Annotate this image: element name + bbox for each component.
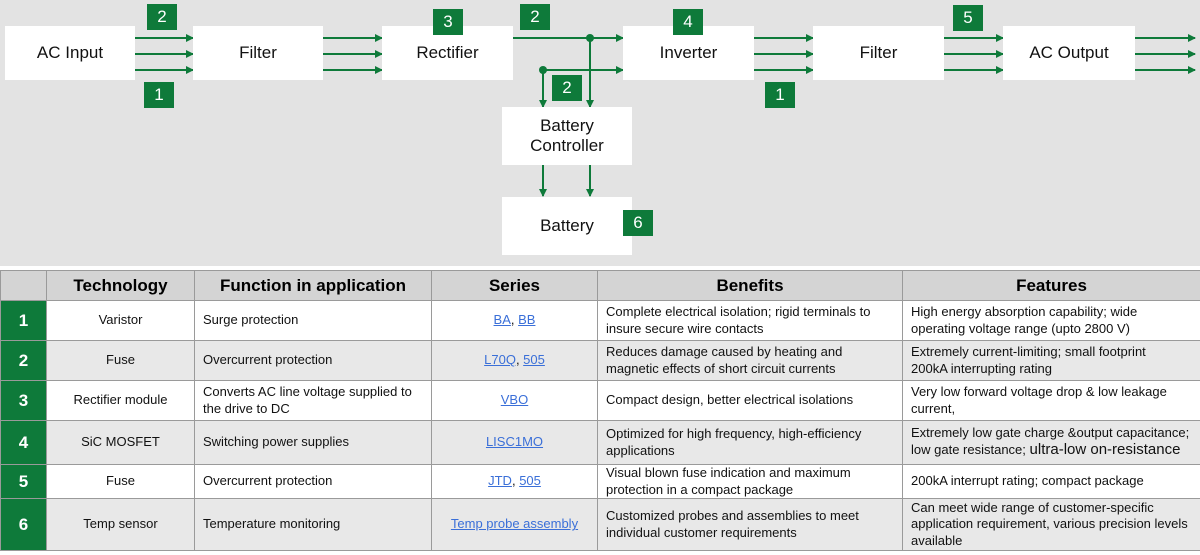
badge-output: 5 — [953, 5, 983, 31]
battery-controller-label-line2: Controller — [530, 136, 604, 155]
header-features: Features — [902, 270, 1200, 301]
series-separator: , — [511, 473, 520, 489]
battery-controller-block: Battery Controller — [502, 107, 632, 165]
series-separator: , — [510, 312, 519, 328]
function-cell: Switching power supplies — [194, 420, 432, 465]
badge-inverter-filter: 1 — [765, 82, 795, 108]
technology-cell: Fuse — [46, 340, 195, 381]
inverter-block: Inverter — [623, 26, 754, 80]
header-benefits: Benefits — [597, 270, 903, 301]
series-cell: Temp probe assembly — [431, 498, 598, 551]
function-cell: Overcurrent protection — [194, 340, 432, 381]
ac-input-block: AC Input — [5, 26, 135, 80]
block-diagram: AC Input Filter Rectifier Inverter Filte… — [0, 0, 1200, 266]
table-row: 6 Temp sensor Temperature monitoring Tem… — [0, 498, 1200, 551]
battery-controller-label-line1: Battery — [540, 115, 594, 135]
series-link[interactable]: BB — [518, 312, 536, 328]
benefits-cell: Reduces damage caused by heating and mag… — [597, 340, 903, 381]
input-filter-block: Filter — [193, 26, 323, 80]
series-cell: BA, BB — [431, 300, 598, 341]
series-cell: L70Q, 505 — [431, 340, 598, 381]
function-cell: Temperature monitoring — [194, 498, 432, 551]
component-table: Technology Function in application Serie… — [0, 270, 1200, 551]
table-row: 1 Varistor Surge protection BA, BB Compl… — [0, 300, 1200, 341]
series-link[interactable]: VBO — [500, 392, 529, 408]
table-row: 3 Rectifier module Converts AC line volt… — [0, 380, 1200, 421]
badge-rectifier: 3 — [433, 9, 463, 35]
row-number: 6 — [0, 498, 47, 551]
series-cell: VBO — [431, 380, 598, 421]
series-cell: LISC1MO — [431, 420, 598, 465]
features-cell: Extremely current-limiting; small footpr… — [902, 340, 1200, 381]
badge-input-top: 2 — [147, 4, 177, 30]
series-link[interactable]: LISC1MO — [485, 434, 544, 450]
series-link[interactable]: L70Q — [484, 352, 516, 368]
row-number: 3 — [0, 380, 47, 421]
ac-output-block: AC Output — [1003, 26, 1135, 80]
table-row: 5 Fuse Overcurrent protection JTD, 505 V… — [0, 464, 1200, 499]
header-function: Function in application — [194, 270, 432, 301]
table-header-row: Technology Function in application Serie… — [0, 270, 1200, 301]
row-number: 5 — [0, 464, 47, 499]
series-link[interactable]: Temp probe assembly — [450, 516, 579, 532]
benefits-cell: Complete electrical isolation; rigid ter… — [597, 300, 903, 341]
features-text-emphasis: ultra-low on-resistance — [1029, 441, 1181, 459]
row-number: 4 — [0, 420, 47, 465]
output-filter-block: Filter — [813, 26, 944, 80]
series-cell: JTD, 505 — [431, 464, 598, 499]
features-cell: Can meet wide range of customer-specific… — [902, 498, 1200, 551]
benefits-cell: Visual blown fuse indication and maximum… — [597, 464, 903, 499]
features-cell: Very low forward voltage drop & low leak… — [902, 380, 1200, 421]
features-line: 200kA interrupting rating — [911, 360, 1052, 376]
features-cell: Extremely low gate charge &output capaci… — [902, 420, 1200, 465]
series-separator: , — [515, 352, 524, 368]
badge-inverter: 4 — [673, 9, 703, 35]
function-cell: Surge protection — [194, 300, 432, 341]
row-number: 1 — [0, 300, 47, 341]
battery-block: Battery — [502, 197, 632, 255]
rectifier-block: Rectifier — [382, 26, 513, 80]
header-number — [0, 270, 47, 301]
header-series: Series — [431, 270, 598, 301]
technology-cell: Fuse — [46, 464, 195, 499]
benefits-cell: Compact design, better electrical isolat… — [597, 380, 903, 421]
technology-cell: Rectifier module — [46, 380, 195, 421]
technology-cell: Temp sensor — [46, 498, 195, 551]
technology-cell: Varistor — [46, 300, 195, 341]
features-cell: High energy absorption capability; wide … — [902, 300, 1200, 341]
technology-cell: SiC MOSFET — [46, 420, 195, 465]
table-row: 2 Fuse Overcurrent protection L70Q, 505 … — [0, 340, 1200, 381]
header-technology: Technology — [46, 270, 195, 301]
features-cell: 200kA interrupt rating; compact package — [902, 464, 1200, 499]
badge-input-bottom: 1 — [144, 82, 174, 108]
series-link[interactable]: BA — [493, 312, 511, 328]
series-link[interactable]: 505 — [523, 352, 545, 368]
features-line: low gate resistance; ultra-low on-resist… — [911, 441, 1192, 460]
features-text: low gate resistance; — [911, 442, 1030, 458]
row-number: 2 — [0, 340, 47, 381]
features-line: Extremely low gate charge &output capaci… — [911, 425, 1190, 440]
function-cell: Converts AC line voltage supplied to the… — [194, 380, 432, 421]
badge-dc-bus: 2 — [520, 4, 550, 30]
table-row: 4 SiC MOSFET Switching power supplies LI… — [0, 420, 1200, 465]
signal-arrows — [135, 34, 1196, 197]
series-link[interactable]: 505 — [519, 473, 541, 489]
badge-controller-feed: 2 — [552, 75, 582, 101]
badge-battery: 6 — [623, 210, 653, 236]
benefits-cell: Optimized for high frequency, high-effic… — [597, 420, 903, 465]
function-cell: Overcurrent protection — [194, 464, 432, 499]
benefits-cell: Customized probes and assemblies to meet… — [597, 498, 903, 551]
features-line: Extremely current-limiting; small footpr… — [911, 344, 1146, 360]
series-link[interactable]: JTD — [488, 473, 512, 489]
